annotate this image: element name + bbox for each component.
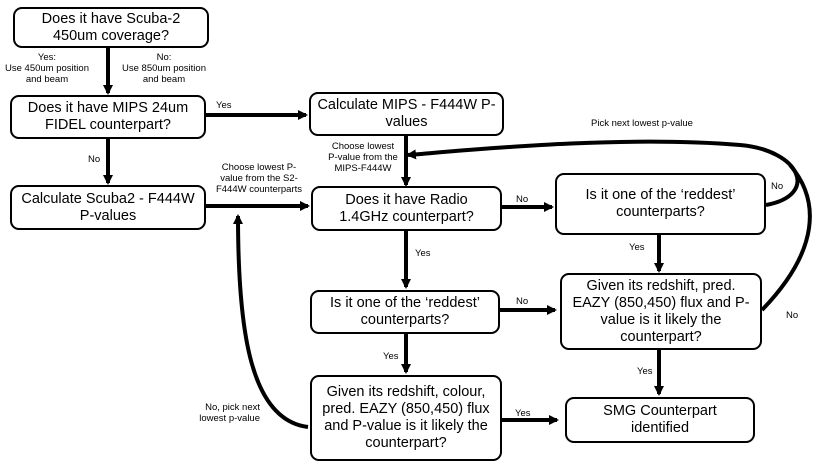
box-reddest-mid: Is it one of the ‘reddest’ counterparts? [310, 290, 500, 334]
label-choose-s2: Choose lowest P- value from the S2- F444… [211, 162, 307, 195]
label-no-eazy: No [786, 310, 799, 321]
label-no-mips: No [88, 154, 101, 165]
label-yes-eazy: Yes [637, 366, 653, 377]
label-choose-mips: Choose lowest P-value from the MIPS-F444… [322, 141, 404, 174]
label-yes-mips: Yes [216, 100, 232, 111]
label-no-reddest-top: No [771, 181, 784, 192]
label-no-pick-next: No, pick next lowest p-value [180, 402, 260, 424]
box-scuba450-coverage: Does it have Scuba-2 450um coverage? [13, 7, 209, 48]
label-yes-colour: Yes [515, 408, 531, 419]
box-radio-counterpart: Does it have Radio 1.4GHz counterpart? [311, 186, 502, 231]
box-given-colour: Given its redshift, colour, pred. EAZY (… [310, 375, 502, 461]
label-yes-450: Yes: Use 450um position and beam [3, 52, 91, 85]
box-calc-scuba2-pvalues: Calculate Scuba2 - F444W P-values [10, 185, 206, 230]
label-choose-s2-text: Choose lowest P- value from the S2- F444… [215, 162, 303, 195]
arrow-given-eazy-loop-to-radio [760, 163, 812, 312]
label-no-850: No: Use 850um position and beam [116, 52, 212, 85]
label-no-radio: No [516, 194, 529, 205]
label-yes-450-text: Yes: Use 450um position and beam [5, 52, 89, 85]
box-mips24-counterpart: Does it have MIPS 24um FIDEL counterpart… [10, 95, 206, 139]
box-calc-mips-pvalues: Calculate MIPS - F444W P-values [309, 92, 504, 136]
box-given-eazy: Given its redshift, pred. EAZY (850,450)… [560, 273, 762, 350]
label-yes-reddest-top: Yes [629, 242, 645, 253]
arrow-given-colour-loop-to-calc-scuba2 [233, 214, 309, 429]
label-pick-next: Pick next lowest p-value [591, 118, 693, 129]
label-yes-reddest-mid: Yes [383, 351, 399, 362]
label-no-850-text: No: Use 850um position and beam [122, 52, 206, 85]
label-no-reddest-mid: No [516, 296, 529, 307]
label-choose-mips-text: Choose lowest P-value from the MIPS-F444… [328, 141, 398, 174]
box-reddest-top: Is it one of the ‘reddest’ counterparts? [555, 173, 766, 235]
label-yes-radio: Yes [415, 248, 431, 259]
label-no-pick-next-text: No, pick next lowest p-value [199, 402, 260, 424]
arrow-reddest-top-loop-to-radio [406, 139, 800, 207]
box-smg-identified: SMG Counterpart identified [565, 397, 755, 443]
